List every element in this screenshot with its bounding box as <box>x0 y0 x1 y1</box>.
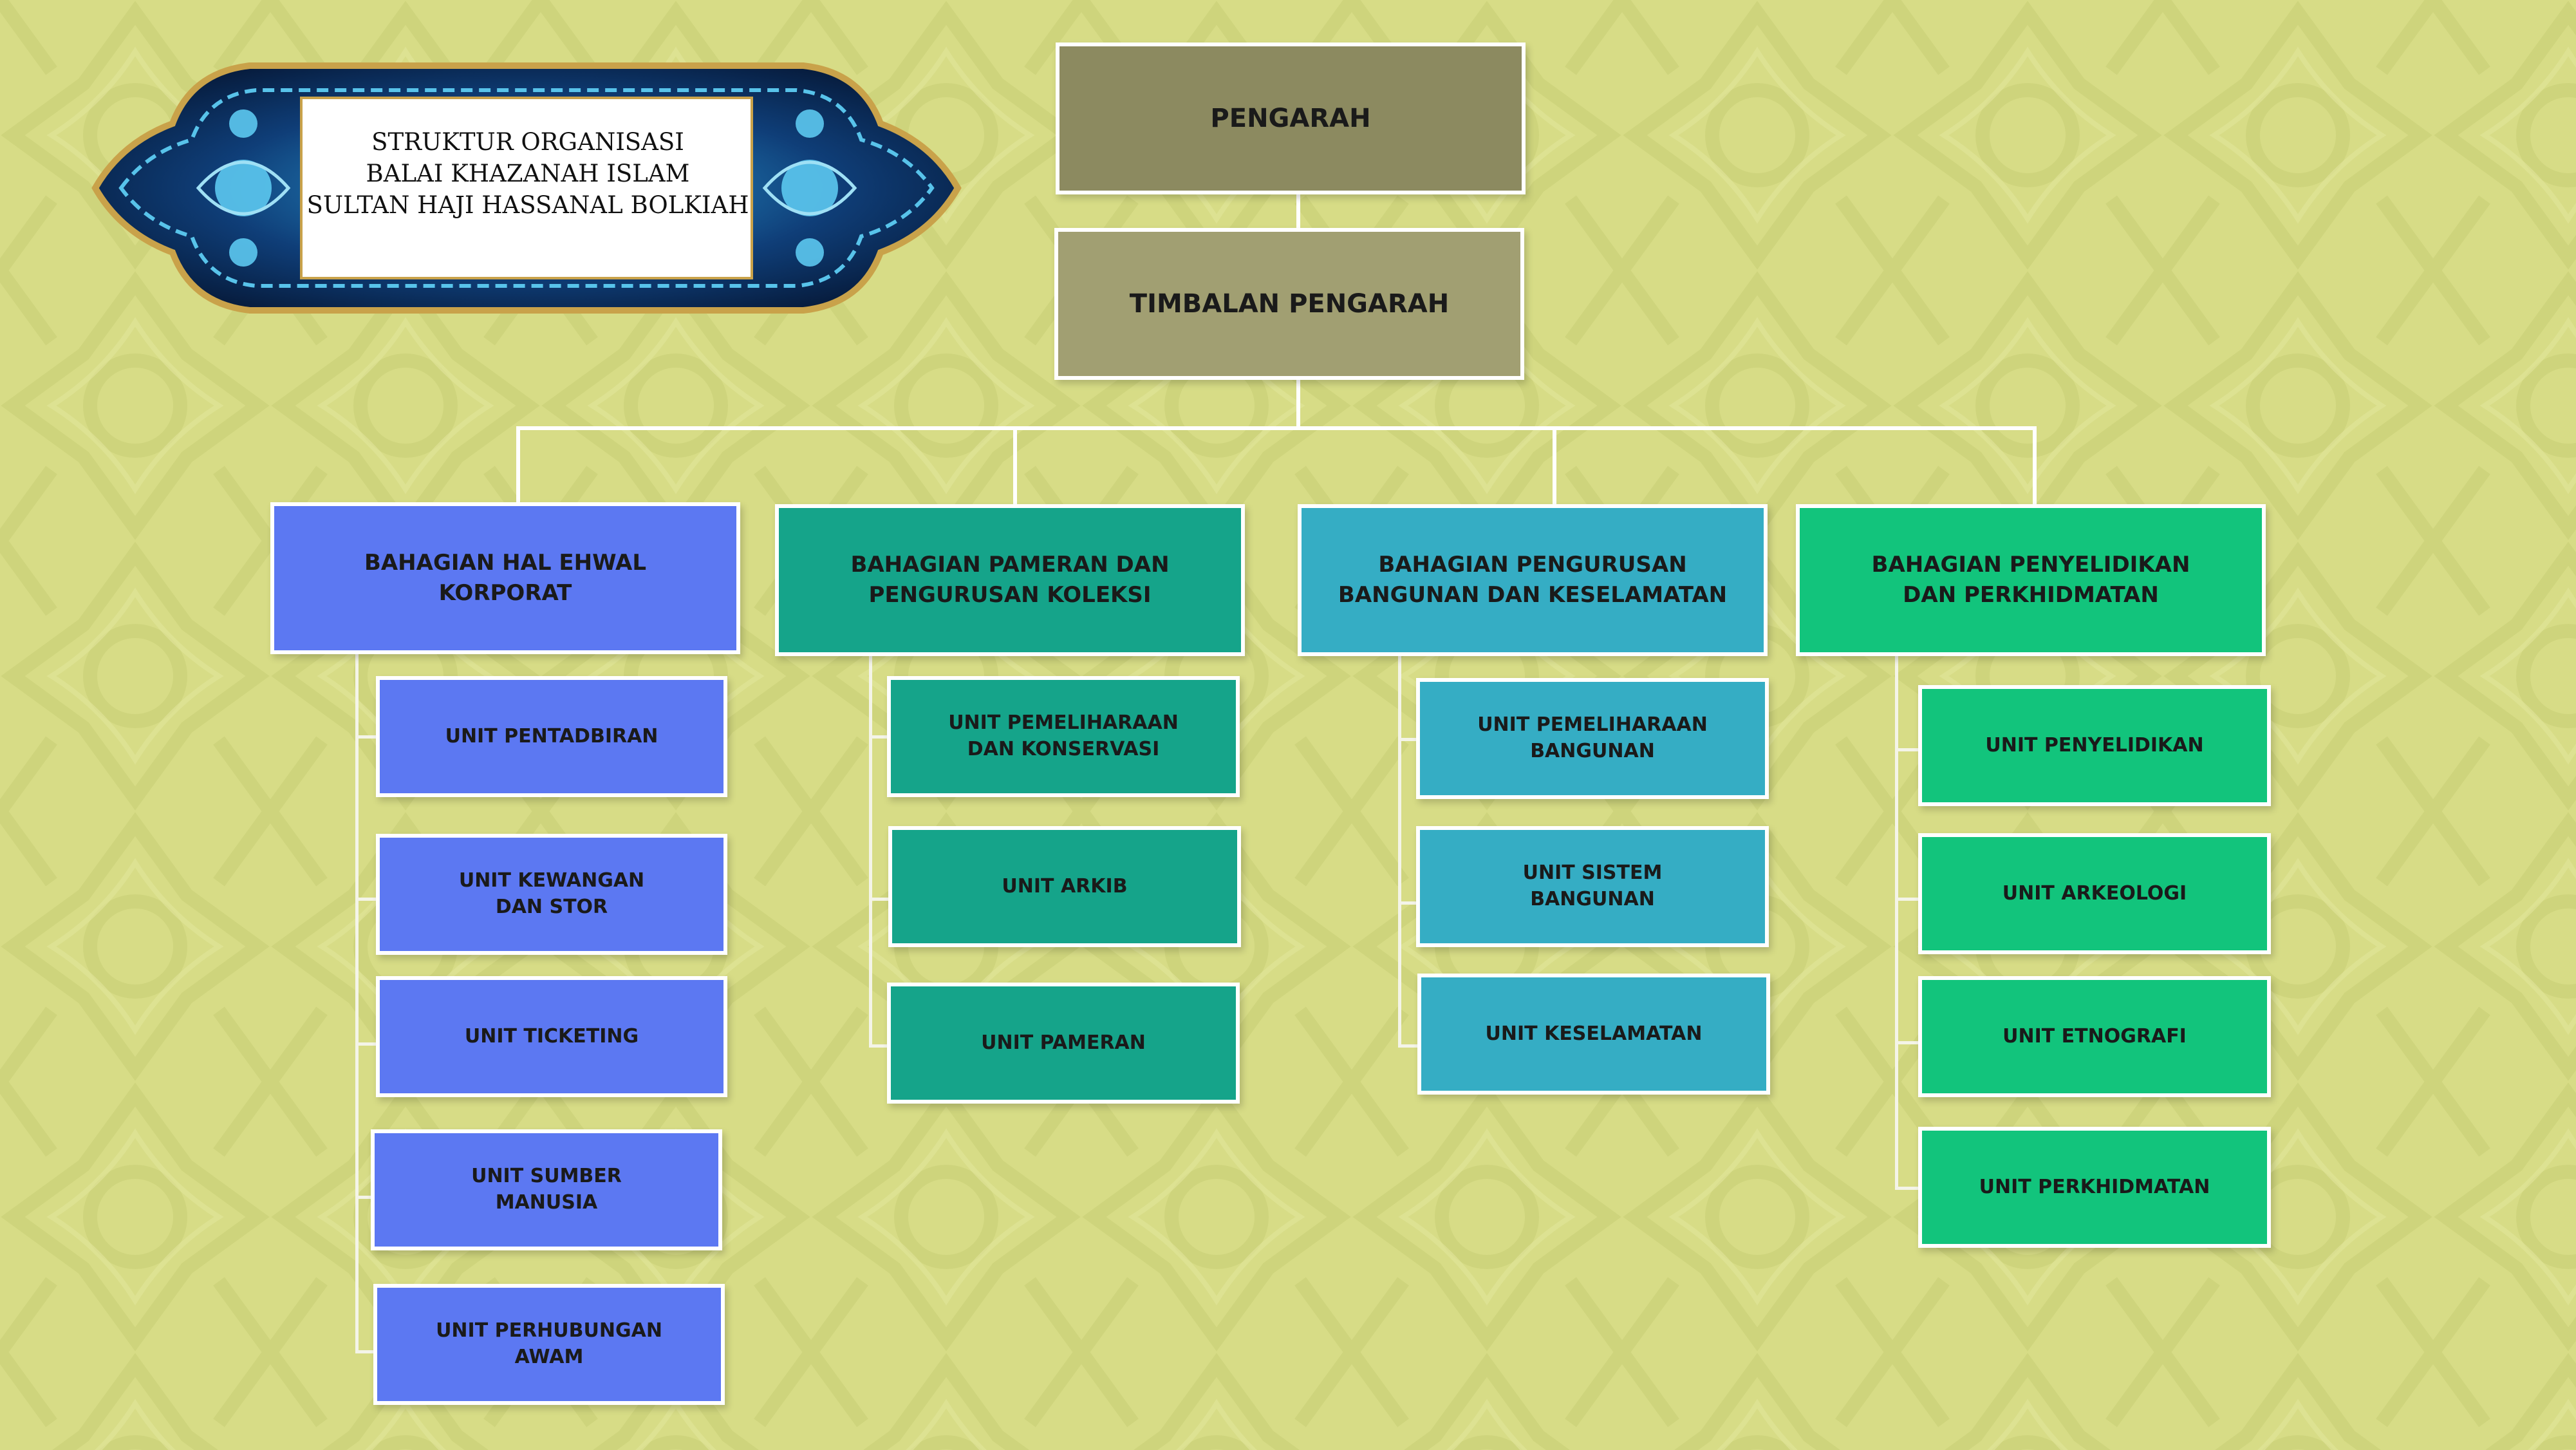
connector-horizontal <box>516 426 2037 430</box>
tree-branch <box>1398 901 1419 905</box>
connector-div-2 <box>1013 426 1017 506</box>
division-exhibition: BAHAGIAN PAMERAN DAN PENGURUSAN KOLEKSI <box>775 504 1245 656</box>
connector-director-deputy <box>1296 192 1300 232</box>
tree-branch <box>1895 898 1921 901</box>
tree-branch <box>355 735 378 739</box>
deputy-director-box: TIMBALAN PENGARAH <box>1054 228 1524 380</box>
tree-line-div-1 <box>355 652 359 1352</box>
unit-label: UNIT TICKETING <box>464 1024 639 1048</box>
unit-box: UNIT PAMERAN <box>887 983 1240 1104</box>
unit-box: UNIT SUMBER MANUSIA <box>371 1129 722 1250</box>
title-line-3: SULTAN HAJI HASSANAL BOLKIAH <box>306 191 749 220</box>
division-research: BAHAGIAN PENYELIDIKAN DAN PERKHIDMATAN <box>1796 504 2266 656</box>
unit-label: UNIT KESELAMATAN <box>1485 1022 1703 1045</box>
division-label: BAHAGIAN PENYELIDIKAN DAN PERKHIDMATAN <box>1871 552 2190 608</box>
unit-box: UNIT PENYELIDIKAN <box>1918 685 2271 806</box>
unit-label: UNIT PEMELIHARAAN DAN KONSERVASI <box>948 711 1179 760</box>
tree-branch <box>1398 1044 1420 1048</box>
unit-label: UNIT SISTEM BANGUNAN <box>1522 862 1663 910</box>
unit-label: UNIT PERKHIDMATAN <box>1979 1175 2210 1198</box>
division-label: BAHAGIAN PAMERAN DAN PENGURUSAN KOLEKSI <box>850 552 1170 608</box>
unit-box: UNIT KEWANGAN DAN STOR <box>376 834 727 955</box>
title-ornament <box>91 62 962 314</box>
unit-label: UNIT SUMBER MANUSIA <box>471 1165 622 1214</box>
unit-label: UNIT PEMELIHARAAN BANGUNAN <box>1477 713 1708 762</box>
tree-branch <box>869 898 890 901</box>
unit-box: UNIT ARKIB <box>888 826 1241 947</box>
tree-branch <box>355 1196 373 1199</box>
unit-label: UNIT KEWANGAN DAN STOR <box>458 869 645 918</box>
title-line-1: STRUKTUR ORGANISASI <box>371 128 684 156</box>
tree-line-div-4 <box>1895 653 1898 1190</box>
unit-box: UNIT PEMELIHARAAN BANGUNAN <box>1416 678 1769 799</box>
unit-label: UNIT PAMERAN <box>981 1031 1146 1054</box>
tree-branch <box>1398 738 1419 741</box>
unit-box: UNIT ARKEOLOGI <box>1918 833 2271 954</box>
tree-branch <box>355 1042 378 1046</box>
division-label: BAHAGIAN HAL EHWAL KORPORAT <box>364 550 647 606</box>
connector-div-1 <box>516 426 520 505</box>
tree-branch <box>869 735 888 739</box>
title-line-2: BALAI KHAZANAH ISLAM <box>366 160 690 188</box>
chart-title: STRUKTUR ORGANISASI BALAI KHAZANAH ISLAM… <box>303 126 753 221</box>
connector-div-4 <box>2033 426 2037 506</box>
division-label: BAHAGIAN PENGURUSAN BANGUNAN DAN KESELAM… <box>1338 552 1728 608</box>
unit-box: UNIT PERKHIDMATAN <box>1918 1127 2271 1248</box>
unit-box: UNIT ETNOGRAFI <box>1918 976 2271 1097</box>
director-label: PENGARAH <box>1210 104 1371 133</box>
unit-label: UNIT PERHUBUNGAN AWAM <box>436 1319 662 1368</box>
unit-label: UNIT ARKEOLOGI <box>2002 881 2187 905</box>
unit-label: UNIT PENTADBIRAN <box>445 724 658 748</box>
director-box: PENGARAH <box>1056 42 1526 194</box>
unit-box: UNIT TICKETING <box>376 976 727 1097</box>
tree-branch <box>355 1350 376 1353</box>
connector-div-3 <box>1553 426 1556 506</box>
tree-line-div-3 <box>1398 653 1401 1047</box>
unit-box: UNIT PENTADBIRAN <box>376 676 727 797</box>
division-corporate: BAHAGIAN HAL EHWAL KORPORAT <box>270 502 740 654</box>
tree-branch <box>355 898 378 901</box>
unit-box: UNIT PEMELIHARAAN DAN KONSERVASI <box>887 676 1240 797</box>
unit-label: UNIT ETNOGRAFI <box>2002 1024 2187 1048</box>
deputy-director-label: TIMBALAN PENGARAH <box>1129 289 1450 319</box>
division-building: BAHAGIAN PENGURUSAN BANGUNAN DAN KESELAM… <box>1298 504 1768 656</box>
unit-box: UNIT SISTEM BANGUNAN <box>1416 826 1769 947</box>
unit-label: UNIT PENYELIDIKAN <box>1985 733 2204 757</box>
tree-branch <box>1895 748 1921 751</box>
tree-branch <box>869 1044 888 1048</box>
tree-branch <box>1895 1187 1921 1190</box>
tree-branch <box>1895 1041 1921 1044</box>
unit-box: UNIT KESELAMATAN <box>1417 974 1770 1095</box>
tree-line-div-2 <box>869 653 872 1047</box>
connector-deputy-down <box>1296 377 1300 428</box>
unit-box: UNIT PERHUBUNGAN AWAM <box>373 1284 725 1405</box>
unit-label: UNIT ARKIB <box>1002 874 1128 898</box>
